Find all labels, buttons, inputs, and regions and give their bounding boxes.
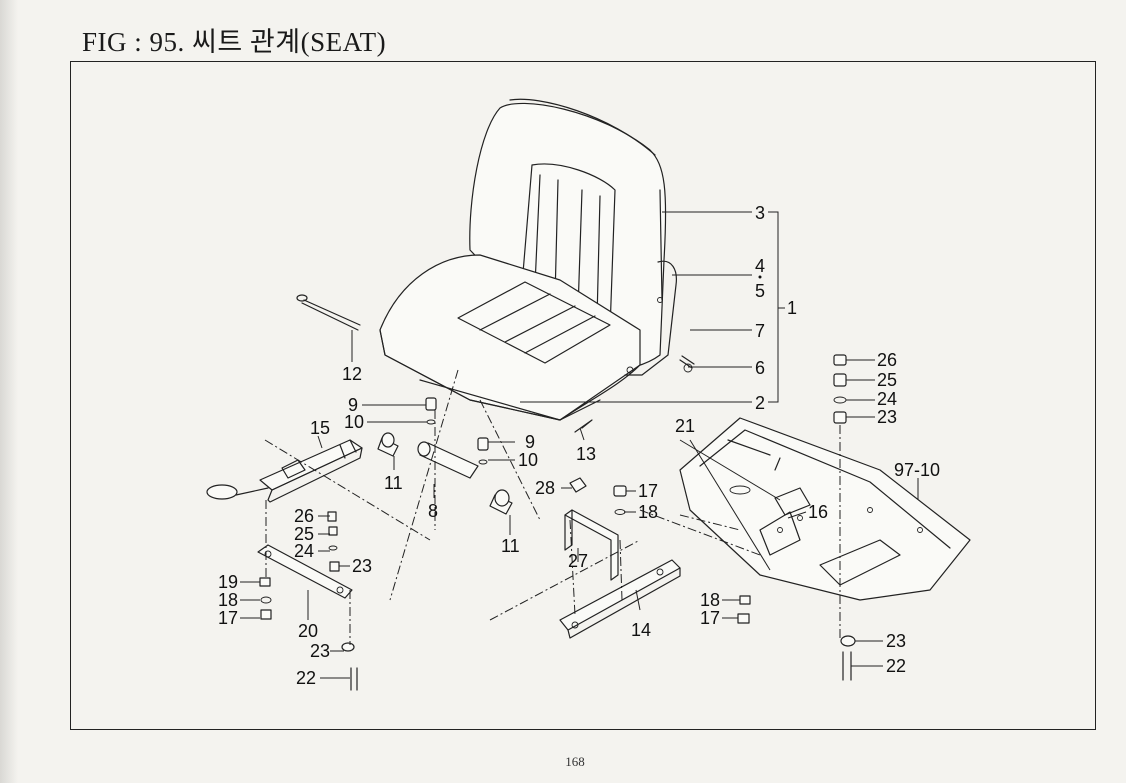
callout-23c: 23 <box>310 641 330 661</box>
callout-23b: 23 <box>352 556 372 576</box>
callout-7: 7 <box>755 321 765 341</box>
callout-11a: 11 <box>384 473 403 493</box>
bracket-27 <box>564 477 627 581</box>
callout-18a: 18 <box>638 502 658 522</box>
callout-97-10: 97-10 <box>894 460 940 480</box>
page-binding-shadow <box>0 0 18 783</box>
callout-25b: 25 <box>877 370 897 390</box>
callout-27: 27 <box>568 551 588 571</box>
callout-8: 8 <box>428 501 438 521</box>
callout-26a: 26 <box>294 506 314 526</box>
callout-10b: 10 <box>518 450 538 470</box>
figure-title: FIG : 95. 씨트 관계(SEAT) <box>82 27 387 57</box>
callout-numbers: 3 4 5 1 7 6 2 12 9 10 9 10 13 15 11 8 11… <box>218 203 940 688</box>
mount-plate-20 <box>257 511 358 691</box>
callout-24a: 24 <box>294 541 314 561</box>
callout-9b: 9 <box>525 432 535 452</box>
callout-16: 16 <box>808 502 828 522</box>
seat-assembly <box>379 98 677 421</box>
callout-dot <box>758 275 762 279</box>
callout-23d: 23 <box>886 631 906 651</box>
callout-2: 2 <box>755 393 765 413</box>
callout-18b: 18 <box>218 590 238 610</box>
callout-9a: 9 <box>348 395 358 415</box>
callout-26b: 26 <box>877 350 897 370</box>
callout-25a: 25 <box>294 524 314 544</box>
callout-4: 4 <box>755 256 765 276</box>
assembly-centerlines <box>264 369 841 645</box>
damper-8 <box>377 432 513 515</box>
callout-15: 15 <box>310 418 330 438</box>
slide-rail-14 <box>559 559 681 639</box>
stud-stack-right <box>737 354 856 681</box>
callout-10a: 10 <box>344 412 364 432</box>
diagram-frame <box>70 61 1096 730</box>
callout-24b: 24 <box>877 389 897 409</box>
page-number: 168 <box>565 754 585 769</box>
callout-5: 5 <box>755 281 765 301</box>
callout-14: 14 <box>631 620 651 640</box>
clip-13 <box>574 419 593 433</box>
rod-12 <box>296 294 361 331</box>
callout-20: 20 <box>298 621 318 641</box>
callout-1: 1 <box>787 298 797 318</box>
callout-22a: 22 <box>296 668 316 688</box>
callout-22b: 22 <box>886 656 906 676</box>
bolt-6-7 <box>679 355 695 373</box>
leader-lines <box>240 211 919 679</box>
callout-11b: 11 <box>501 536 520 556</box>
frame-97-10 <box>679 417 971 601</box>
callout-18c: 18 <box>700 590 720 610</box>
callout-6: 6 <box>755 358 765 378</box>
callout-21: 21 <box>675 416 695 436</box>
callout-12: 12 <box>342 364 362 384</box>
callout-23a: 23 <box>877 407 897 427</box>
callout-17a: 17 <box>638 481 658 501</box>
callout-19: 19 <box>218 572 238 592</box>
callout-17c: 17 <box>700 608 720 628</box>
callout-17b: 17 <box>218 608 238 628</box>
slide-rail-15 <box>206 439 363 503</box>
callout-13: 13 <box>576 444 596 464</box>
callout-3: 3 <box>755 203 765 223</box>
callout-28: 28 <box>535 478 555 498</box>
